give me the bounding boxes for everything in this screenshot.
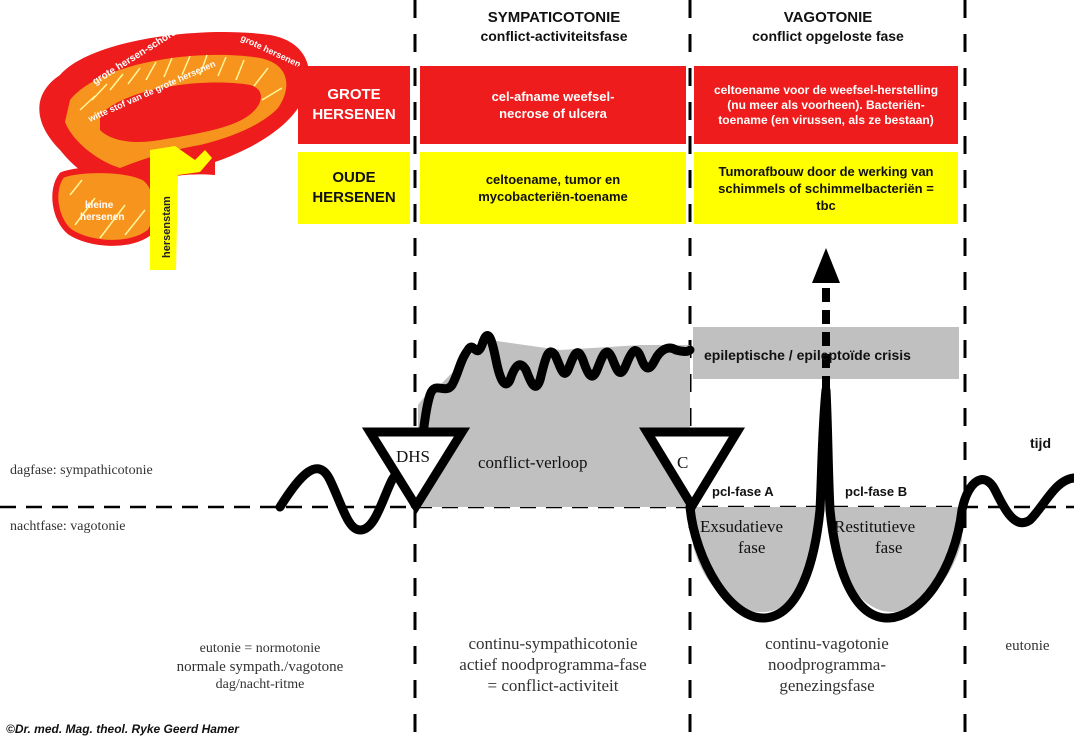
label-kleine-hersenen-2: hersenen [80, 212, 124, 223]
sym-line-2: actief noodprogramma-fase [459, 655, 647, 674]
dagfase-label: dagfase: sympathicotonie [10, 463, 153, 478]
cerebellum-red-outline [52, 167, 160, 246]
copyright: ©Dr. med. Mag. theol. Ryke Geerd Hamer [6, 722, 239, 736]
pcl-fase-a-label: pcl-fase A [712, 484, 774, 499]
crisis-arrow-head [812, 248, 840, 283]
grote-hersenen-label: GROTE HERSENEN [298, 66, 410, 144]
eutonie-line-1: eutonie = normotonie [199, 641, 321, 656]
sym-line-3: = conflict-activiteit [487, 676, 619, 695]
dhs-triangle [361, 427, 471, 515]
conflict-region-gray [418, 340, 690, 507]
epileptic-crisis-label: epileptische / epileptoïde crisis [704, 347, 911, 363]
c-triangle [638, 427, 746, 515]
eutonie-line-2: normale sympath./vagotone [176, 659, 344, 675]
cerebellum-hatching [69, 179, 146, 239]
header-sympathicotonie: SYMPATICOTONIE conflict-activiteitsfase [420, 8, 688, 46]
brain-illustration: grote hersen-schors witte stof van de gr… [39, 27, 310, 270]
vag-line-2: noodprogramma- [767, 655, 887, 674]
oude-hersenen-label: OUDE HERSENEN [298, 152, 410, 224]
conflict-verloop-label: conflict-verloop [478, 453, 588, 472]
restitutieve-fase-label: fase [875, 538, 902, 557]
cerebellum-orange [55, 170, 157, 243]
healing-area-exsudatieve [693, 507, 820, 613]
header-sympathicotonie-title: SYMPATICOTONIE [487, 9, 621, 26]
bottom-eutonie-right: eutonie [1005, 638, 1050, 654]
tijd-label: tijd [1030, 435, 1051, 451]
header-vagotonie-title: VAGOTONIE [783, 9, 873, 26]
oude-hersenen-vag-cell: Tumorafbouw door de werking van schimmel… [694, 152, 958, 224]
c-label: C [677, 453, 688, 472]
dhs-label: DHS [396, 447, 430, 466]
healing-curve [685, 385, 1074, 623]
label-hersenstam: hersenstam [161, 196, 173, 258]
bottom-sympathicotonie: continu-sympathicotonie actief noodprogr… [420, 633, 686, 696]
bottom-eutonie-left: eutonie = normotonie normale sympath./va… [140, 640, 380, 694]
exsudatieve-label: Exsudatieve [700, 517, 783, 536]
eutonie-line-3: dag/nacht-ritme [215, 677, 305, 692]
healing-area-restitutieve [830, 507, 962, 612]
header-vagotonie-sub: conflict opgeloste fase [752, 28, 904, 44]
bottom-vagotonie: continu-vagotonie noodprogramma- genezin… [694, 633, 960, 696]
inner-cavity-red [100, 82, 261, 142]
sym-line-1: continu-sympathicotonie [468, 634, 638, 653]
phase-divider-lines [413, 0, 967, 742]
label-kleine-hersenen-1: kleine [85, 200, 114, 211]
brainstem-yellow [150, 146, 212, 270]
nachtfase-label: nachtfase: vagotonie [10, 519, 125, 534]
header-vagotonie: VAGOTONIE conflict opgeloste fase [694, 8, 962, 46]
vag-line-1: continu-vagotonie [765, 634, 889, 653]
pineal-dot [206, 167, 212, 173]
grote-hersenen-sym-cell: cel-afname weefsel-necrose of ulcera [420, 66, 686, 144]
exsudatieve-fase-label: fase [738, 538, 765, 557]
header-sympathicotonie-sub: conflict-activiteitsfase [480, 28, 628, 44]
hatching [79, 54, 283, 111]
oude-hersenen-sym-cell: celtoename, tumor en mycobacteriën-toena… [420, 152, 686, 224]
pcl-fase-b-label: pcl-fase B [845, 484, 907, 499]
grote-hersenen-vag-cell: celtoename voor de weefsel-herstelling (… [694, 66, 958, 144]
vag-line-3: genezingsfase [779, 676, 875, 695]
restitutieve-label: Restitutieve [834, 517, 915, 536]
